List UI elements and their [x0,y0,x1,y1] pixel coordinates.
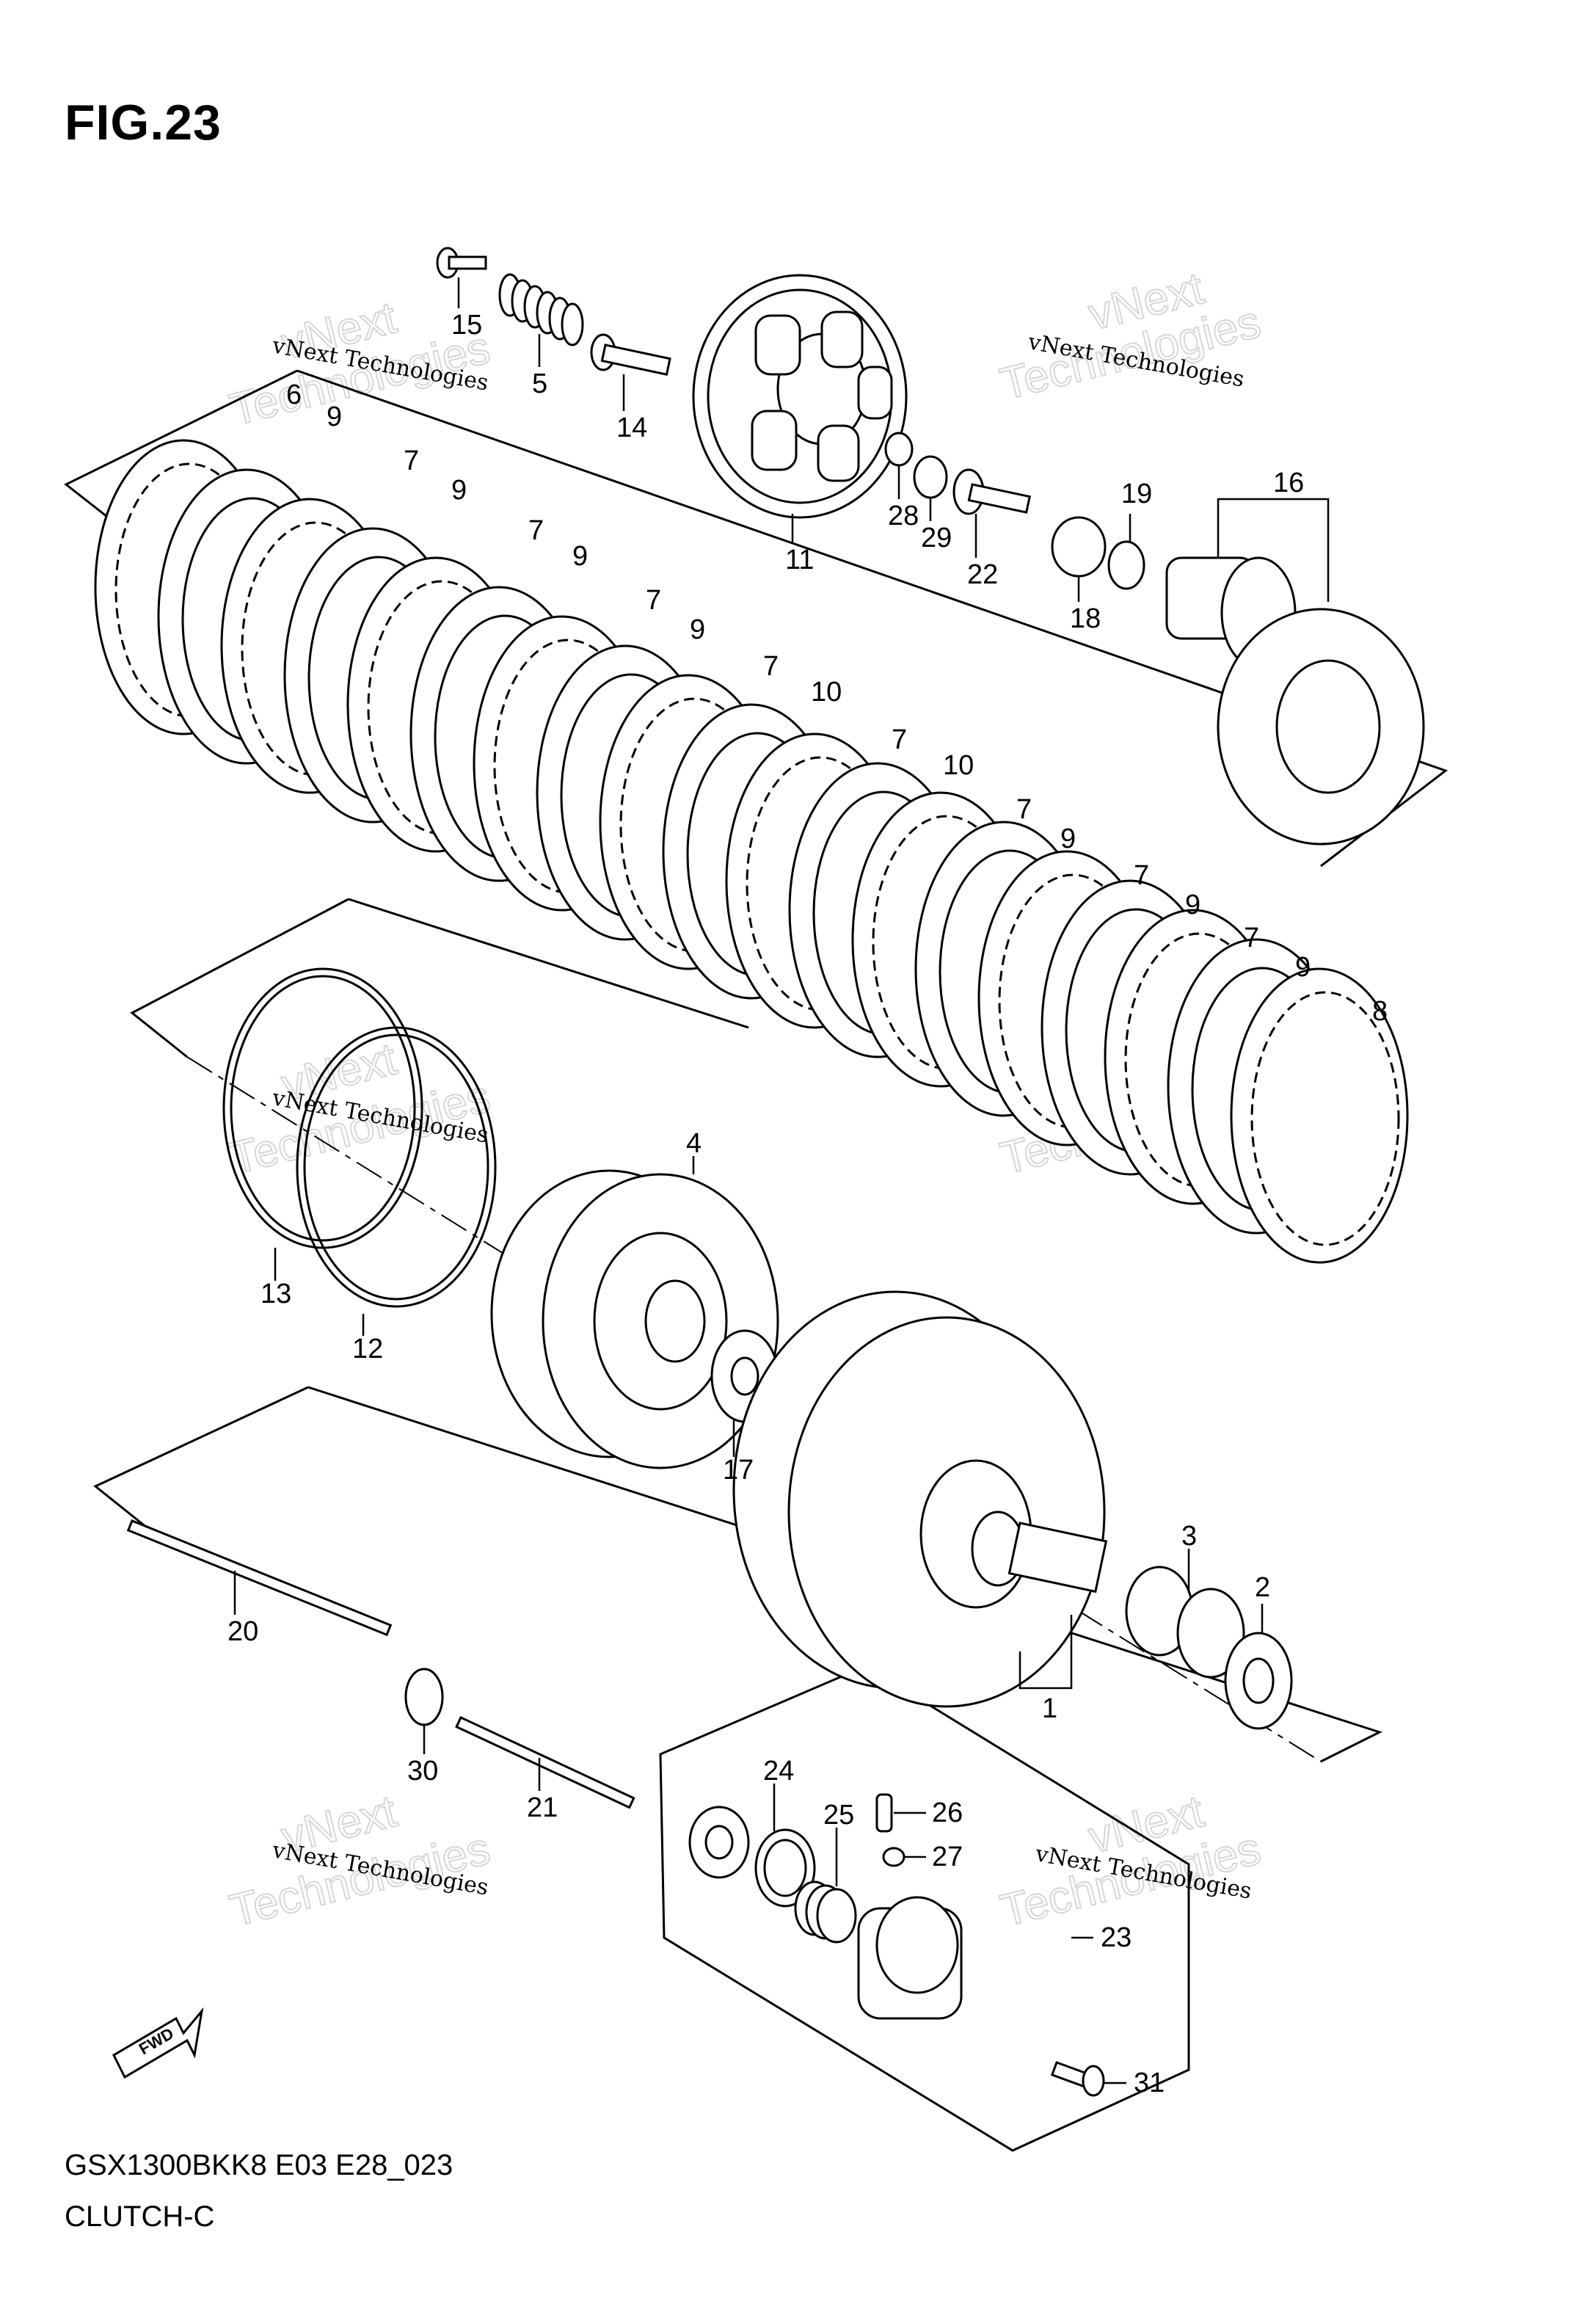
label-part-21: 21 [527,1792,558,1823]
part-25-spring [794,1880,857,1944]
leader-16 [1217,498,1330,602]
part-16-damper-set [1165,556,1425,846]
label-part-11: 11 [785,545,814,575]
label-part-7: 7 [763,651,779,682]
lower-assembly-box-right [307,1386,1382,1763]
label-part-15: 15 [451,310,482,341]
label-part-30: 30 [407,1756,438,1786]
label-part-10: 10 [943,750,974,781]
label-part-6: 6 [286,379,302,410]
part-28-washer [884,432,914,467]
label-part-10: 10 [811,677,842,708]
clutch-plate-8-disc [1230,967,1409,1264]
part-23-release-cylinder [857,1896,963,2020]
label-part-16: 16 [1273,468,1304,498]
label-part-25: 25 [823,1800,854,1831]
upper-assembly-box [64,369,298,526]
model-code: GSX1300BKK8 E03 E28_023 [65,2149,453,2181]
part-30-seal [404,1668,444,1726]
label-part-7: 7 [646,585,661,616]
watermark-bottom-right: vNext Technologies vNext Technologies [995,1785,1267,1937]
label-part-14: 14 [616,412,647,443]
part-14-pin [590,333,671,377]
label-part-26: 26 [932,1797,963,1828]
label-part-23: 23 [1101,1922,1132,1953]
part-27-cap [882,1847,906,1867]
label-part-27: 27 [932,1842,963,1872]
part-20-push-rod [126,1519,393,1637]
label-part-8: 8 [1372,996,1388,1027]
label-part-22: 22 [967,559,998,590]
watermark-top-right: vNext Technologies vNext Technologies [995,262,1267,410]
figure-title: FIG.23 [65,95,222,150]
clutch-plate-stack [94,439,1409,1264]
watermark-mid-left: vNext Technologies vNext Technologies [225,1033,496,1185]
label-part-28: 28 [888,501,919,531]
label-part-2: 2 [1255,1572,1270,1603]
leader-1 [1019,1615,1073,1690]
label-part-9: 9 [1295,952,1311,983]
part-12-seat-ring [296,1026,497,1308]
label-part-3: 3 [1181,1521,1197,1552]
part-3-needle-bearing [1125,1566,1245,1679]
part-2-thrust-washer [1224,1632,1293,1730]
label-part-1: 1 [1042,1693,1057,1724]
label-part-9: 9 [327,401,342,432]
part-18-nut [1051,516,1107,578]
label-part-31: 31 [1134,2068,1165,2098]
label-part-9: 9 [451,475,467,506]
label-part-7: 7 [892,724,907,755]
label-part-12: 12 [352,1334,383,1364]
part-11-pressure-plate [692,274,908,519]
part-21-push-rod [455,1716,635,1809]
label-part-7: 7 [404,446,419,476]
label-part-7: 7 [1016,794,1032,825]
label-part-9: 9 [1185,890,1200,920]
label-part-20: 20 [227,1616,258,1647]
part-17-washer-hole [730,1356,759,1396]
label-part-24: 24 [763,1756,794,1786]
label-part-4: 4 [686,1128,702,1159]
part-19-washer [1107,540,1145,590]
part-4-clutch-sleeve-hub [490,1169,779,1469]
label-part-9: 9 [690,614,705,645]
part-31-bolt [1050,2061,1105,2097]
lower-assembly-box [93,1386,309,1532]
label-part-5: 5 [532,368,547,399]
part-29-bearing [913,455,948,499]
label-part-7: 7 [1134,860,1149,891]
watermark-bottom-left: vNext Technologies vNext Technologies [225,1785,496,1937]
label-part-18: 18 [1070,603,1101,634]
fwd-arrow: FWD [112,2007,204,2079]
label-part-9: 9 [572,541,588,572]
label-part-19: 19 [1121,479,1152,509]
label-part-13: 13 [260,1279,291,1309]
label-part-29: 29 [921,523,952,553]
label-part-17: 17 [723,1455,754,1486]
label-part-7: 7 [528,515,544,546]
label-part-7: 7 [1244,923,1259,953]
label-part-9: 9 [1060,824,1076,854]
part-5-spring [498,273,584,346]
part-26-bleeder [875,1793,893,1833]
part-22-thrust-piece [952,468,1032,515]
middle-assembly-box-right [348,898,749,1029]
middle-assembly-box [130,898,349,1058]
part-24-seal [754,1828,816,1908]
part-1-primary-driven-gear [732,1290,1108,1708]
section-name: CLUTCH-C [65,2200,215,2233]
part-24-piston [688,1806,750,1879]
part-15-bolt [436,247,487,279]
